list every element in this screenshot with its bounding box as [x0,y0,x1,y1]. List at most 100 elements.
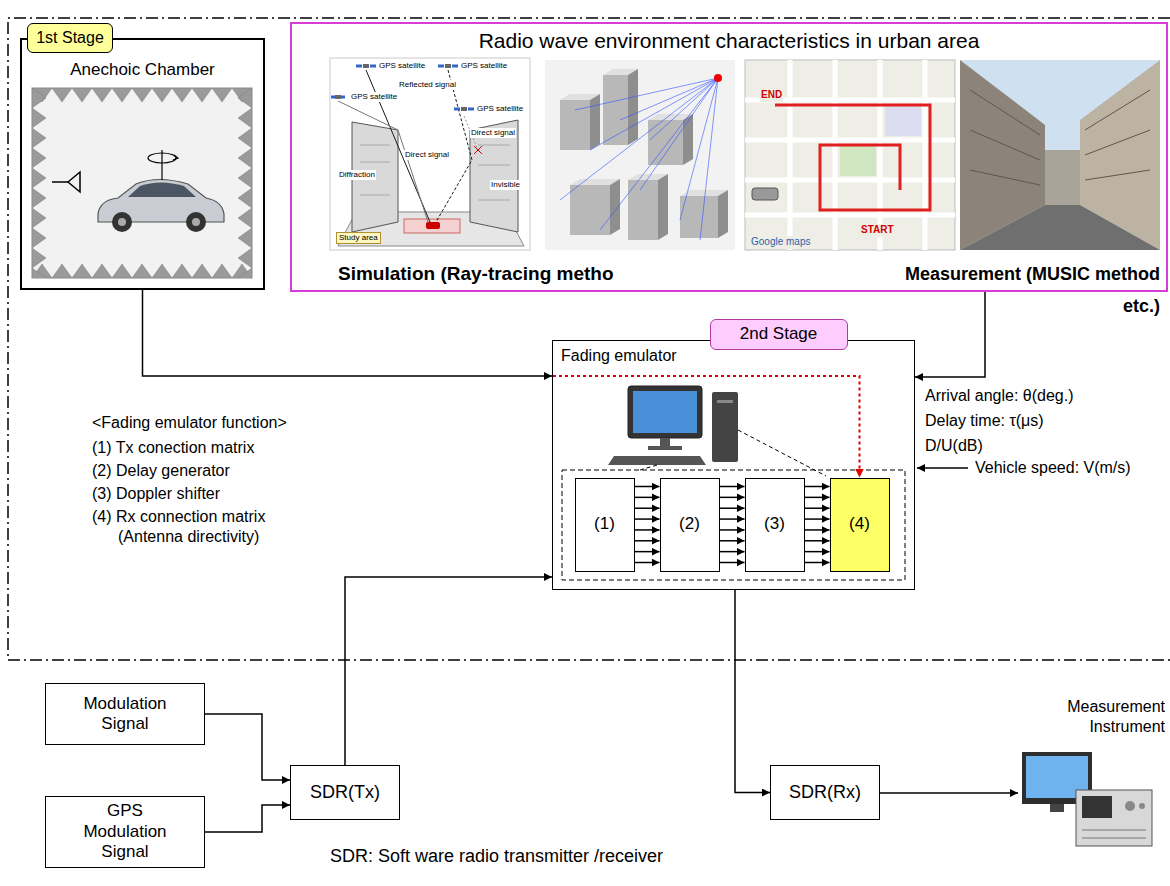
ray-tracing-figure [454,108,460,111]
block-number: (1) [594,514,615,534]
connector-line [805,529,830,531]
computer-icon [648,446,682,450]
route-label: END [760,89,783,102]
connector-line [720,551,745,553]
function-block: (4) [830,478,890,572]
connector-arrow [735,590,770,793]
ray-tracing-figure [335,95,341,99]
city-model [680,196,718,238]
connector-line [635,540,660,542]
ray-tracing-figure [356,64,376,68]
box-heading: Fading emulator [561,346,677,365]
city-model [570,185,610,235]
satellite-label: GPS satellite [378,61,426,71]
test-vehicle [128,183,196,198]
measurement-instrument [1139,803,1145,809]
list-item: (4) Rx connection matrix (Antenna direct… [92,507,308,547]
computer-icon [738,430,826,476]
ray-tracing-figure [331,96,335,99]
instrument-label: Measurement Instrument [1040,697,1165,737]
anechoic-chamber [32,88,46,278]
list-heading: <Fading emulator function> [92,413,287,433]
connector-line [635,551,660,553]
test-vehicle [112,212,132,232]
sdr-box: SDR(Tx) [290,765,400,820]
connector-line [720,507,745,509]
city-model [718,190,728,238]
city-model [628,69,638,145]
measurement-instrument [1022,752,1152,846]
sdr-box: SDR(Rx) [770,765,880,820]
computer-icon [717,400,733,403]
connector-line [805,540,830,542]
connector-arrow [720,487,745,563]
connector-line [720,518,745,520]
list-item: (3) Doppler shifter [92,484,308,504]
anechoic-chamber [238,88,252,278]
connector-line [635,562,660,564]
ray-tracing-figure [452,65,458,68]
ray-tracing-figure [438,65,444,68]
connector-line [805,518,830,520]
computer-icon [628,386,702,438]
ray-tracing-figure [404,219,460,233]
connector-arrow [205,714,290,780]
measurement-instrument [1082,796,1112,818]
city-model [610,179,620,235]
city-model [714,74,722,82]
measurement-instrument [1076,790,1152,846]
panel-text: Measurement (MUSIC method etc.) [885,258,1160,322]
test-vehicle [173,155,178,160]
measurement-instrument [1125,801,1135,811]
stage-panel: Anechoic Chamber1st Stage [20,38,265,290]
signal-label: Invisible [490,180,521,190]
emulator-core-boundary [562,470,905,580]
box-label: SDR(Tx) [310,782,380,804]
ray-tracing-figure [474,146,482,154]
connector-line [635,529,660,531]
connector-line [720,562,745,564]
city-model [628,180,658,240]
block-number: (3) [764,514,785,534]
route-map [745,60,955,250]
connector-arrow [143,290,553,376]
anechoic-chamber [68,172,80,192]
connector-line [635,486,660,488]
connector-arrow [915,292,985,377]
connector-line [143,290,553,376]
city-model [658,174,668,240]
signal-box: Modulation Signal [45,683,205,745]
computer-icon [633,391,697,433]
measurement-instrument [1050,804,1064,812]
connector-line [805,562,830,564]
ray-tracing-figure [445,64,451,68]
test-vehicle [98,150,224,232]
connector-line [720,486,745,488]
stage-tag: 1st Stage [27,23,114,53]
ray-tracing-figure [341,96,345,99]
parameter-label: D/U(dB) [925,436,983,456]
route-label: START [860,224,895,237]
ray-tracing-figure [461,107,467,111]
street-photo [960,205,1160,250]
connector-line [805,497,830,499]
connector-line [635,497,660,499]
stage-label: 2nd Stage [740,324,818,344]
stage-tag: 2nd Stage [710,319,848,350]
area-label: Study area [336,232,381,244]
connector-arrow [345,577,552,765]
test-vehicle [118,218,126,226]
computer-icon [640,465,657,470]
street-photo [960,60,1160,250]
output-arrow [880,792,1018,794]
route-map [752,188,778,200]
computer-icon [608,386,826,476]
measurement-instrument [1082,830,1146,838]
signal-label: Reflected signal [398,80,457,90]
connector-line [805,507,830,509]
parameter-label: Arrival angle: θ(deg.) [925,386,1074,406]
anechoic-chamber [32,88,252,102]
list-item: (1) Tx conection matrix [92,438,308,458]
connector-arrow [805,487,830,563]
